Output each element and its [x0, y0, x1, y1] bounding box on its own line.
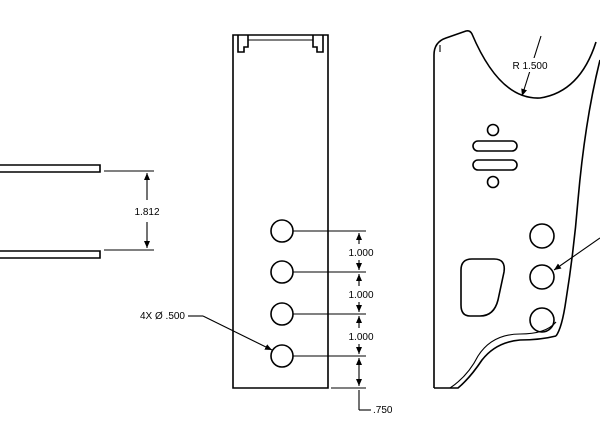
plate-right-edge: [555, 59, 600, 337]
large-hole-3: [529, 307, 555, 333]
hole-callout-label: 4X Ø .500: [140, 311, 185, 322]
dim-bottom-offset: .750: [373, 405, 393, 416]
hole-2: [270, 260, 294, 284]
small-hole-top: [486, 123, 500, 137]
small-hole-bottom: [486, 175, 500, 189]
hole-leader-right: [553, 237, 600, 271]
right-profile-view: R 1.500: [433, 30, 600, 389]
slot-upper: [472, 140, 518, 152]
hole-4: [270, 344, 294, 368]
hole-3: [270, 302, 294, 326]
callout-leader-arrow: [202, 315, 273, 351]
top-plate-outline: [0, 164, 101, 173]
large-hole-2: [529, 264, 555, 290]
front-view-outline: [232, 34, 329, 389]
dim-height-label: 1.812: [134, 207, 159, 218]
dim-spacing-1: 1.000: [348, 248, 373, 259]
plate-thickness-line: [449, 321, 557, 389]
notch-left: [237, 35, 249, 53]
dim-spacing-3: 1.000: [348, 332, 373, 343]
left-side-view: 1.812: [0, 164, 160, 259]
plate-outer-profile: [433, 30, 597, 388]
hole-1: [270, 219, 294, 243]
pocket-cutout: [460, 258, 506, 317]
large-hole-1: [529, 223, 555, 249]
plate-lower-edge: [434, 335, 557, 389]
radius-label-bg: [507, 58, 553, 72]
dim-spacing-2: 1.000: [348, 290, 373, 301]
bottom-plate-outline: [0, 250, 101, 259]
center-front-view: 1.000 1.000 1.000 .750 4X Ø .500: [140, 34, 393, 416]
slot-lower: [472, 159, 518, 171]
notch-right: [312, 35, 324, 53]
radius-callout-label: R 1.500: [512, 61, 547, 72]
